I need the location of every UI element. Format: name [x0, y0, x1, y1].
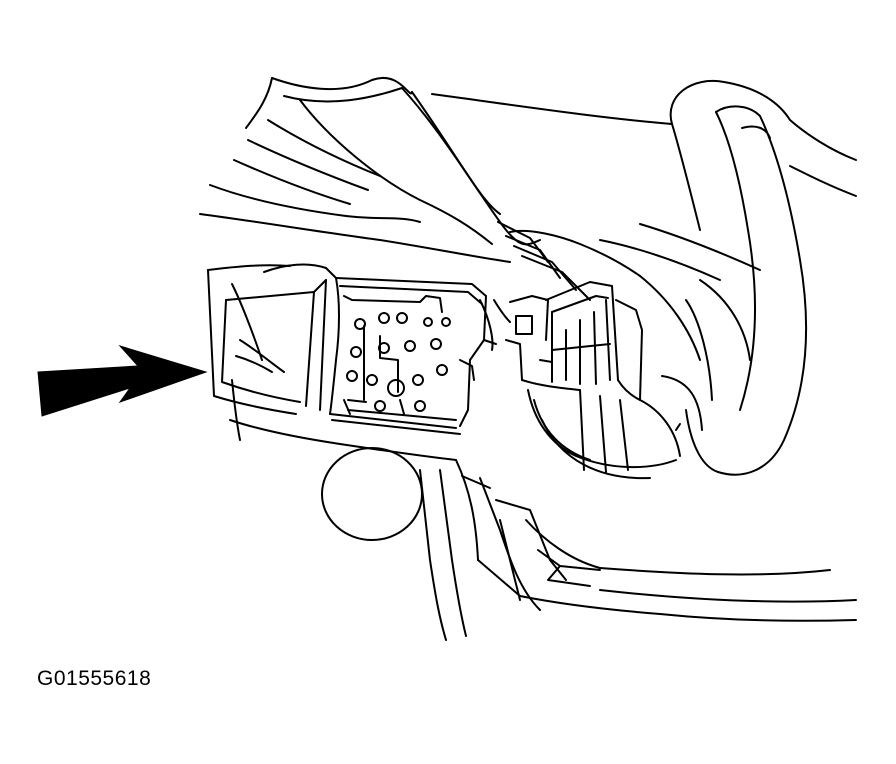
right-connector [506, 282, 702, 478]
wire-harness [200, 78, 760, 300]
left-connector [208, 265, 496, 434]
frame-lines [480, 276, 750, 360]
double-arrow-icon [37, 345, 208, 417]
lower-bracket [230, 380, 856, 640]
right-hose [671, 81, 856, 475]
figure-id-label: G01555618 [37, 667, 152, 690]
